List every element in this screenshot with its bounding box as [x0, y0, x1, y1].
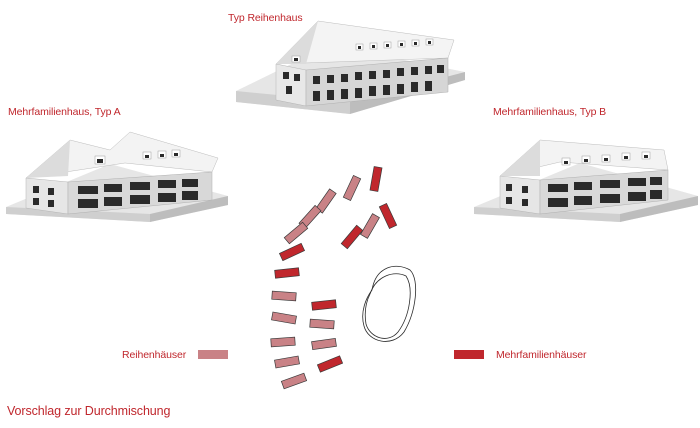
title-typ-reihenhaus: Typ Reihenhaus: [228, 12, 303, 24]
reihenhaus-model: [236, 20, 465, 114]
outer-arc-buildings: [270, 166, 383, 390]
legend-swatch-mehrfamilienhaeuser: [454, 350, 484, 359]
inner-arc-buildings: [309, 202, 398, 373]
footer-caption: Vorschlag zur Durchmischung: [7, 404, 171, 418]
legend-label-mehrfamilienhaeuser: Mehrfamilienhäuser: [496, 349, 587, 361]
mfh-a-model: [6, 131, 228, 222]
legend-label-reihenhaeuser: Reihenhäuser: [122, 349, 187, 361]
title-mehrfamilienhaus-typ-a: Mehrfamilienhaus, Typ A: [8, 106, 121, 118]
legend-swatch-reihenhaeuser: [198, 350, 228, 359]
mfh-b-model: [474, 139, 698, 222]
site-plan: [270, 166, 416, 390]
title-mehrfamilienhaus-typ-b: Mehrfamilienhaus, Typ B: [493, 106, 607, 118]
central-oval-sketch: [362, 265, 416, 342]
